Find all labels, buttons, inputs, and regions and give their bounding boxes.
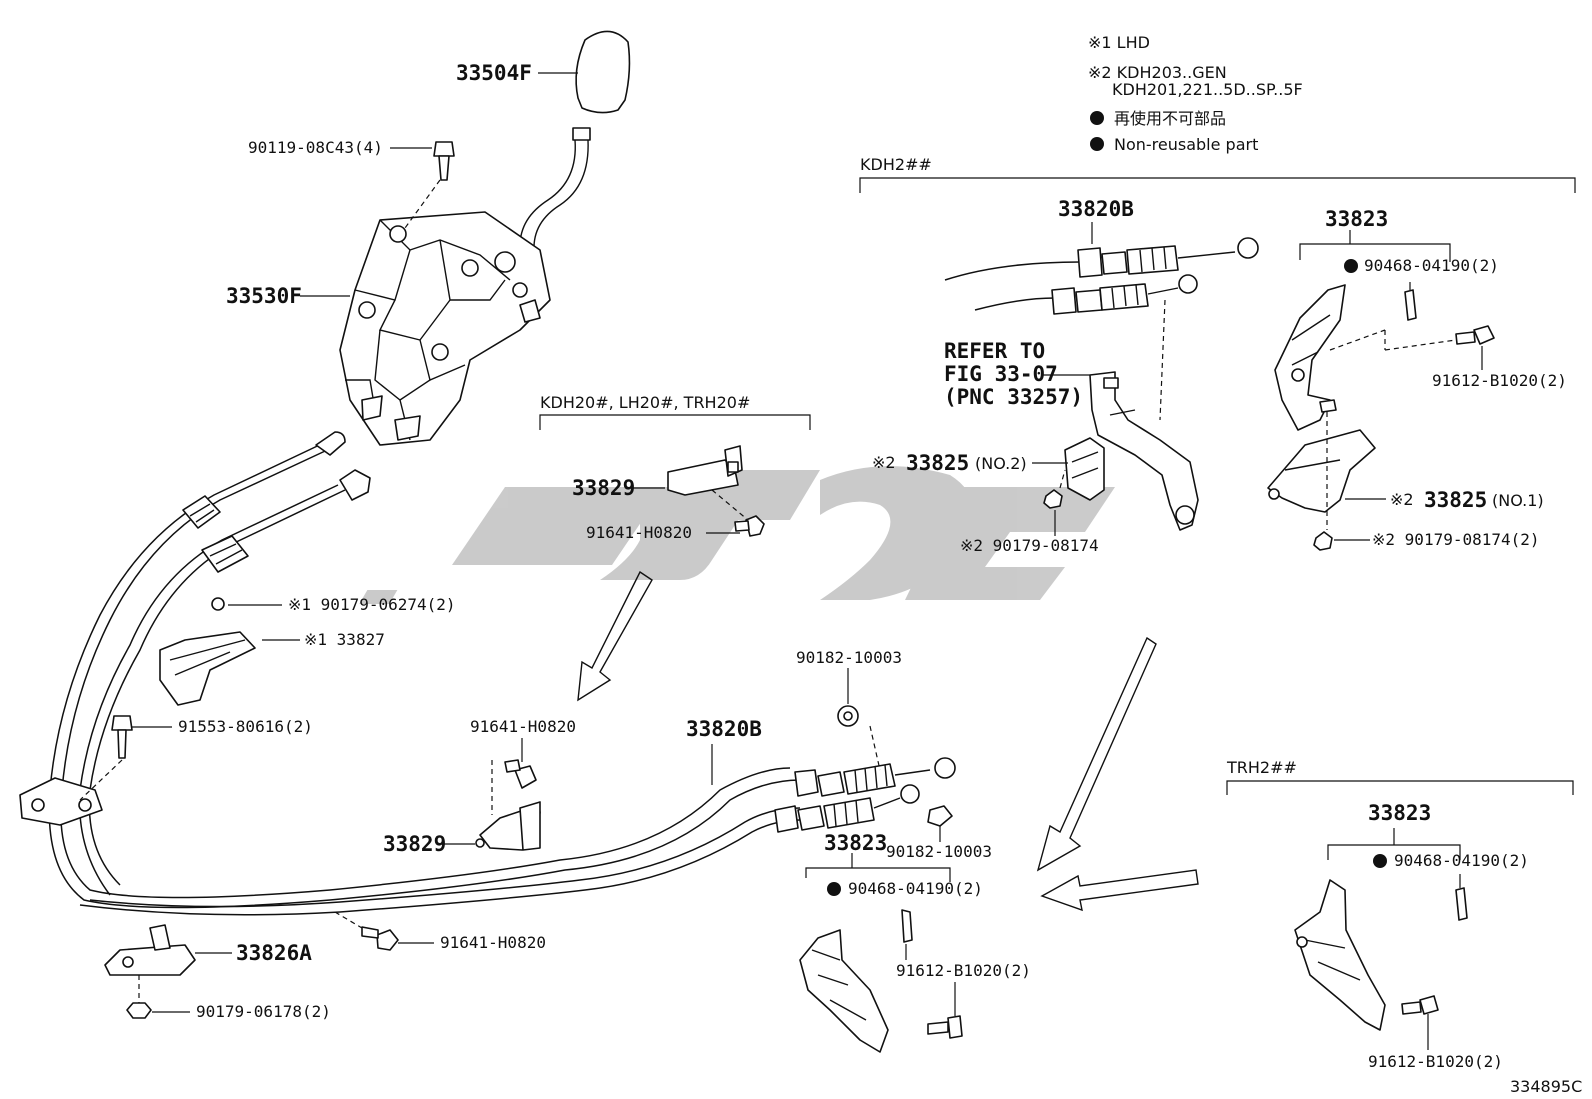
refer-line3: (PNC 33257) xyxy=(944,385,1083,409)
label-90468-04190-trh2: 90468-04190(2) xyxy=(1394,851,1529,870)
shift-cables-left xyxy=(19,431,801,916)
label-33826A: 33826A xyxy=(236,941,312,965)
group-label-trh2: TRH2## xyxy=(1226,758,1297,777)
label-91641-H0820-kdh20: 91641-H0820 xyxy=(586,523,692,542)
cable-ends-center xyxy=(774,757,956,833)
nut-bottom xyxy=(126,1002,152,1019)
bracket-33825-no2 xyxy=(1064,371,1199,531)
label-91641-H0820-bottom: 91641-H0820 xyxy=(440,933,546,952)
label-91553-80616: 91553-80616(2) xyxy=(178,717,313,736)
label-33823-center: 33823 xyxy=(824,831,887,855)
label-33825-no2-num: 33825 xyxy=(906,451,969,475)
arrow-kdh20-icon xyxy=(577,570,653,702)
retainer-33826A xyxy=(104,924,196,976)
nut-kdh2-no1 xyxy=(1313,531,1333,551)
note-kdh-line1: ※2 KDH203..GEN xyxy=(1088,63,1227,82)
arrow-kdh2-icon xyxy=(1036,636,1157,872)
shift-lever-rod xyxy=(519,127,591,251)
note-lhd: ※1 LHD xyxy=(1088,33,1150,52)
group-label-kdh2: KDH2## xyxy=(860,155,932,174)
label-33530F: 33530F xyxy=(226,284,302,308)
note-kdh-line2: KDH201,221..5D..SP..5F xyxy=(1112,80,1303,99)
non-reusable-dot-icon xyxy=(827,882,841,896)
shift-knob xyxy=(575,30,631,114)
washer-bottom xyxy=(927,805,953,827)
label-91612-B1020-center: 91612-B1020(2) xyxy=(896,961,1031,980)
label-90179-08174-no2: ※2 90179-08174 xyxy=(960,536,1099,555)
label-33825-no1-suffix: (NO.1) xyxy=(1492,491,1544,510)
bracket-33823-center xyxy=(799,909,913,1053)
label-90468-04190-kdh2: 90468-04190(2) xyxy=(1364,256,1499,275)
note-non-reusable-ja: 再使用不可部品 xyxy=(1114,109,1226,128)
washer-top xyxy=(837,705,859,727)
bolt-top xyxy=(433,141,455,181)
label-91641-H0820-center: 91641-H0820 xyxy=(470,717,576,736)
label-90179-08174-no1: ※2 90179-08174(2) xyxy=(1372,530,1540,549)
bracket-33825-no1 xyxy=(1267,399,1376,513)
label-33825-no1-prefix: ※2 xyxy=(1390,490,1414,509)
arrow-trh2-icon xyxy=(1040,869,1199,912)
bracket-33823-trh2 xyxy=(1294,879,1386,1031)
label-33829-kdh20: 33829 xyxy=(572,476,635,500)
label-33820B-center: 33820B xyxy=(686,717,762,741)
bracket-33823-kdh2 xyxy=(1274,284,1346,431)
non-reusable-dot-icon xyxy=(1090,137,1104,151)
label-90182-10003-top: 90182-10003 xyxy=(796,648,902,667)
bolt-trh2 xyxy=(1401,995,1439,1015)
bolt-plate xyxy=(111,715,133,759)
label-91612-B1020-kdh2: 91612-B1020(2) xyxy=(1432,371,1567,390)
label-33825-no2-prefix: ※2 xyxy=(872,453,896,472)
refer-line2: FIG 33-07 xyxy=(944,362,1058,386)
bolt-center-2 xyxy=(927,1015,963,1039)
shift-lever-assembly xyxy=(339,211,551,446)
figure-code: 334895C xyxy=(1510,1077,1582,1096)
bracket-33829-center xyxy=(475,801,541,851)
label-90468-04190-center: 90468-04190(2) xyxy=(848,879,983,898)
label-90119-08C43: 90119-08C43(4) xyxy=(248,138,383,157)
nut-kdh2-no2 xyxy=(1043,489,1063,509)
bolt-kdh2 xyxy=(1455,325,1495,345)
label-33827: ※1 33827 xyxy=(304,630,385,649)
non-reusable-dot-icon xyxy=(1373,854,1387,868)
bracket-33829-kdh20 xyxy=(667,445,743,496)
note-non-reusable-en: Non-reusable part xyxy=(1114,135,1258,154)
group-bracket-kdh20: KDH20#, LH20#, TRH20# xyxy=(539,393,811,430)
cable-ends-kdh2 xyxy=(944,237,1259,315)
group-label-kdh20: KDH20#, LH20#, TRH20# xyxy=(540,393,750,412)
group-bracket-trh2: TRH2## xyxy=(1226,758,1574,795)
pin-trh2 xyxy=(1455,887,1468,921)
non-reusable-dot-icon xyxy=(1090,111,1104,125)
bolt-bottom-mid xyxy=(361,926,399,951)
label-90179-06178: 90179-06178(2) xyxy=(196,1002,331,1021)
group-bracket-kdh2: KDH2## xyxy=(859,155,1576,193)
label-33823-kdh2: 33823 xyxy=(1325,207,1388,231)
watermark-logo xyxy=(359,466,1115,604)
label-33825-no2-suffix: (NO.2) xyxy=(975,454,1027,473)
bolt-kdh20 xyxy=(734,515,765,537)
label-91612-B1020-trh2: 91612-B1020(2) xyxy=(1368,1052,1503,1071)
label-90182-10003-bottom: 90182-10003 xyxy=(886,842,992,861)
label-90179-06274: ※1 90179-06274(2) xyxy=(288,595,456,614)
non-reusable-dot-icon xyxy=(1344,259,1358,273)
bolt-center xyxy=(504,759,537,789)
label-33820B-kdh2: 33820B xyxy=(1058,197,1134,221)
label-33504F: 33504F xyxy=(456,61,532,85)
pin-kdh2 xyxy=(1404,289,1417,321)
label-33823-trh2: 33823 xyxy=(1368,801,1431,825)
label-33829-center: 33829 xyxy=(383,832,446,856)
refer-line1: REFER TO xyxy=(944,339,1045,363)
label-33825-no1-num: 33825 xyxy=(1424,488,1487,512)
clip-33827 xyxy=(159,597,256,706)
